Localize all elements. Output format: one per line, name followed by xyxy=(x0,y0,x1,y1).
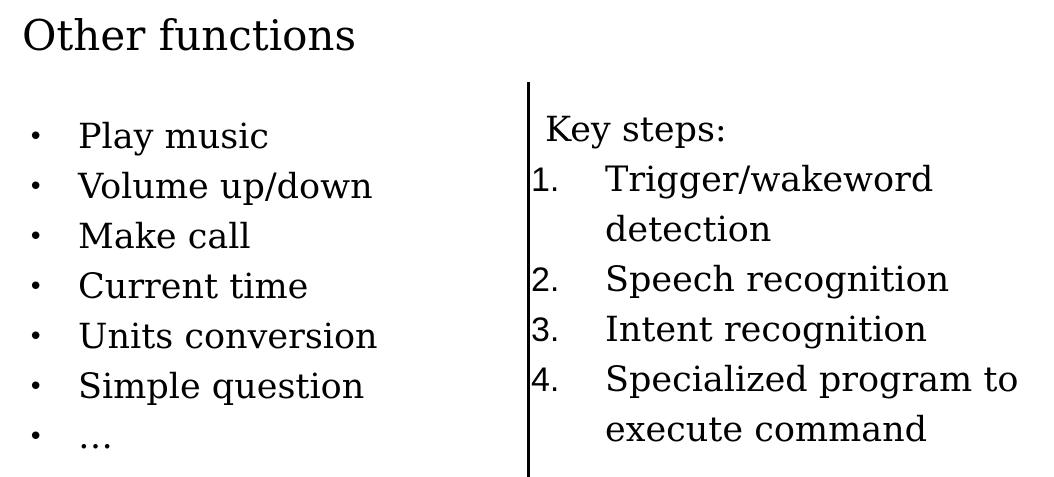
bullet: • xyxy=(28,222,44,252)
vertical-divider xyxy=(527,82,530,477)
bullet: • xyxy=(28,372,44,402)
bullet: • xyxy=(28,272,44,302)
bullet: • xyxy=(28,322,44,352)
key-steps-heading: Key steps: xyxy=(545,110,727,150)
bullet: • xyxy=(28,172,44,202)
bullet: • xyxy=(28,422,44,452)
bullet: • xyxy=(28,122,44,152)
slide-title: Other functions xyxy=(22,11,357,60)
